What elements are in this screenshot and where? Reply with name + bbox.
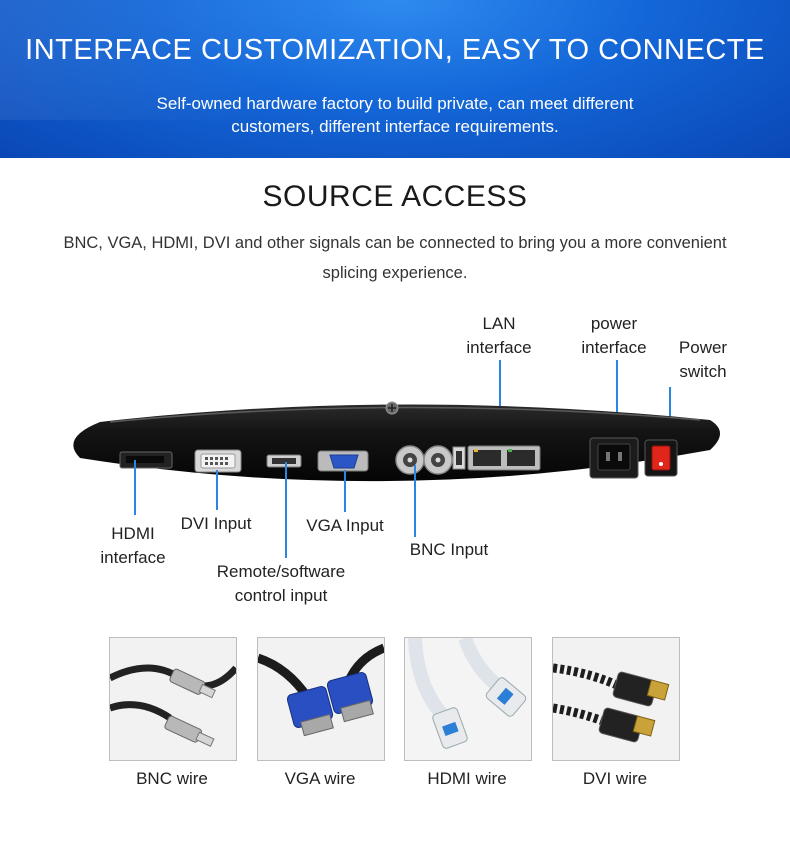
cable-label-vga: VGA wire — [284, 769, 356, 788]
device-panel-illustration — [73, 401, 721, 482]
callout-hdmi-interface: HDMI interface — [100, 524, 166, 567]
callout-power-switch: Power switch — [678, 338, 728, 381]
dvi-port-icon — [194, 449, 242, 473]
device-rear-panel — [70, 380, 721, 505]
bnc-wire-image — [109, 637, 237, 761]
callout-bnc-input: BNC Input — [409, 540, 489, 559]
banner-title: INTERFACE CUSTOMIZATION, EASY TO CONNECT… — [25, 34, 765, 66]
cable-label-hdmi: HDMI wire — [427, 769, 507, 788]
callout-remote-control-input: Remote/software control input — [216, 562, 346, 605]
leader-line-dvi — [216, 470, 218, 510]
bnc-cable-icon — [110, 638, 236, 760]
power-switch-icon — [644, 439, 678, 477]
bnc-port-icon — [395, 445, 453, 475]
vga-port-icon — [317, 450, 369, 472]
callout-dvi-input: DVI Input — [180, 514, 252, 533]
remote-control-port-icon — [266, 454, 302, 468]
callout-power-interface: power interface — [581, 314, 647, 357]
vga-wire-image — [257, 637, 385, 761]
hdmi-cable-icon — [405, 638, 531, 760]
hdmi-wire-image — [404, 637, 532, 761]
leader-line-power-interface — [616, 360, 618, 428]
leader-line-bnc — [414, 465, 416, 537]
cable-label-bnc: BNC wire — [136, 769, 208, 788]
vga-cable-icon — [258, 638, 384, 760]
leader-line-remote — [285, 462, 287, 558]
banner-subtitle: Self-owned hardware factory to build pri… — [156, 94, 634, 136]
leader-line-hdmi — [134, 460, 136, 515]
callout-lan-interface: LAN interface — [466, 314, 532, 357]
section-title: SOURCE ACCESS — [262, 180, 528, 213]
cable-label-dvi: DVI wire — [582, 769, 648, 788]
screw-icon — [385, 401, 399, 415]
leader-line-lan — [499, 360, 501, 428]
dvi-cable-icon — [553, 638, 679, 760]
power-socket-icon — [589, 437, 639, 479]
callout-vga-input: VGA Input — [306, 516, 384, 535]
dvi-wire-image — [552, 637, 680, 761]
hdmi-port-icon — [119, 451, 173, 469]
usb-port-icon — [452, 446, 466, 470]
section-description: BNC, VGA, HDMI, DVI and other signals ca… — [63, 234, 727, 282]
lan-port-icon — [467, 445, 541, 471]
leader-line-power-switch — [669, 387, 671, 431]
leader-line-vga — [344, 470, 346, 512]
header-banner: INTERFACE CUSTOMIZATION, EASY TO CONNECT… — [0, 0, 790, 158]
